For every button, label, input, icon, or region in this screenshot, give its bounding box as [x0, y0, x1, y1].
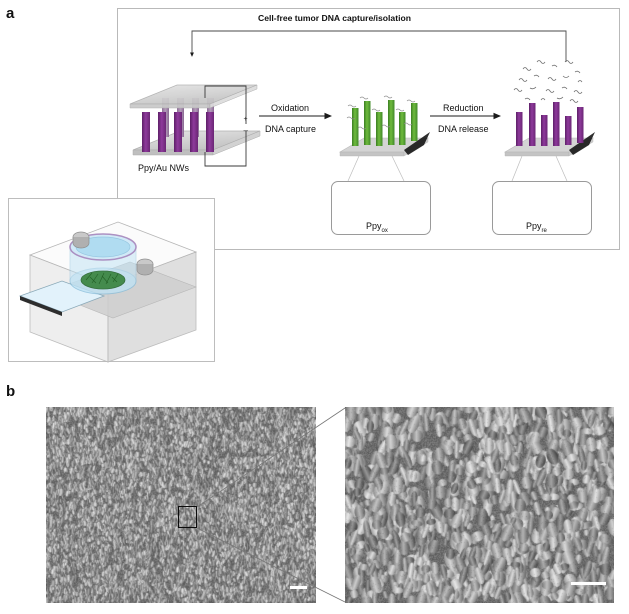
electrode-pin-right	[136, 258, 154, 276]
ppy-ox-label-sub: ox	[381, 227, 388, 234]
electrode-circuit: + –	[204, 85, 249, 167]
sem-magnified-image	[345, 407, 614, 603]
oxidized-nanowires-illustration	[338, 95, 430, 182]
electrode-pin-left	[72, 231, 90, 249]
substrate-label: Ppy/Au NWs	[138, 163, 190, 173]
scale-bar-overview	[290, 586, 307, 589]
ppy-ox-label: Ppyox	[366, 221, 388, 234]
microfluidic-device-drawing	[18, 221, 198, 363]
roi-selection-box	[178, 506, 197, 528]
ppy-re-structure-box	[492, 181, 592, 235]
ppy-re-label: Ppyre	[526, 221, 547, 234]
oxidation-label-top: Oxidation	[271, 103, 310, 113]
svg-text:–: –	[244, 126, 249, 135]
sem-overview-image	[46, 407, 316, 603]
scale-bar-magnified	[571, 582, 606, 585]
ppy-re-label-main: Ppy	[526, 221, 542, 231]
panel-label-b: b	[6, 383, 16, 400]
released-dna-fragments	[513, 60, 583, 103]
oxidation-label-bottom: DNA capture	[265, 124, 317, 134]
svg-text:+: +	[244, 116, 248, 123]
ppy-re-label-sub: re	[541, 227, 547, 234]
cycle-label: Cell-free tumor DNA capture/isolation	[258, 13, 411, 23]
recycle-loop-arrow	[190, 30, 567, 57]
reduced-nanowires-illustration	[503, 60, 595, 182]
panel-label-a: a	[6, 5, 15, 22]
ppy-au-nws-illustration	[129, 84, 261, 156]
reduction-label-bottom: DNA release	[438, 124, 489, 134]
reduction-label-top: Reduction	[443, 103, 484, 113]
ppy-ox-structure-box	[331, 181, 431, 235]
ppy-ox-label-main: Ppy	[366, 221, 382, 231]
